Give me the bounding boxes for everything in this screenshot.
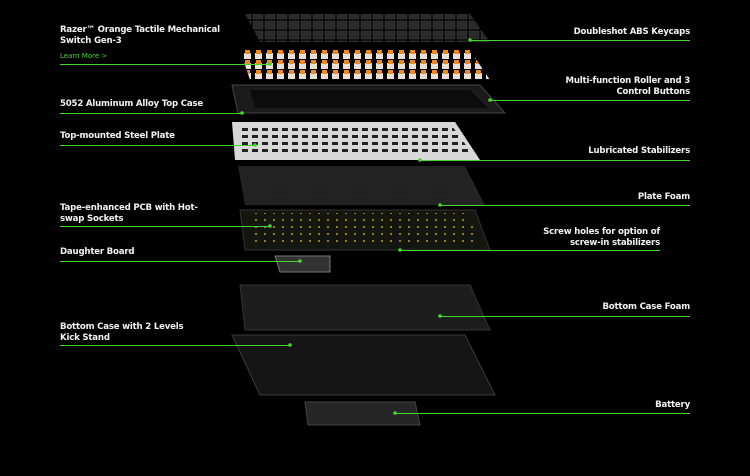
callout-line	[60, 226, 270, 227]
keycaps-layer	[245, 14, 490, 42]
callout-line	[420, 160, 690, 161]
switches-layer	[240, 50, 490, 80]
callout-line	[60, 345, 290, 346]
label-keycaps: Doubleshot ABS Keycaps	[573, 27, 691, 37]
callout-line	[60, 64, 270, 65]
callout-line	[60, 145, 255, 146]
label-stabilizers: Lubricated Stabilizers	[588, 146, 690, 156]
bottom-foam-layer	[239, 284, 491, 331]
battery	[304, 401, 421, 426]
label-top-case: 5052 Aluminum Alloy Top Case	[60, 99, 203, 109]
daughter-board	[274, 255, 331, 273]
callout-line	[440, 316, 690, 317]
label-screw-holes: Screw holes for option of screw-in stabi…	[543, 227, 660, 248]
label-bottom-case: Bottom Case with 2 Levels Kick Stand	[60, 322, 184, 343]
label-steel-plate: Top-mounted Steel Plate	[60, 131, 175, 141]
learn-more-link[interactable]: Learn More >	[60, 52, 108, 60]
label-orange-switch: Razer™ Orange Tactile Mechanical Switch …	[60, 25, 220, 46]
callout-line	[60, 261, 300, 262]
callout-line	[60, 113, 242, 114]
callout-line	[395, 413, 690, 414]
bottom-case-layer	[231, 334, 496, 396]
label-bottom-foam: Bottom Case Foam	[602, 302, 690, 312]
callout-line	[470, 40, 690, 41]
callout-line	[400, 250, 660, 251]
callout-line	[440, 205, 690, 206]
label-battery: Battery	[655, 400, 690, 410]
label-daughter-board: Daughter Board	[60, 247, 135, 257]
callout-line	[490, 100, 690, 101]
label-plate-foam: Plate Foam	[637, 192, 690, 202]
label-roller: Multi-function Roller and 3 Control Butt…	[565, 76, 691, 97]
label-pcb: Tape-enhanced PCB with Hot-swap Sockets	[60, 203, 198, 224]
